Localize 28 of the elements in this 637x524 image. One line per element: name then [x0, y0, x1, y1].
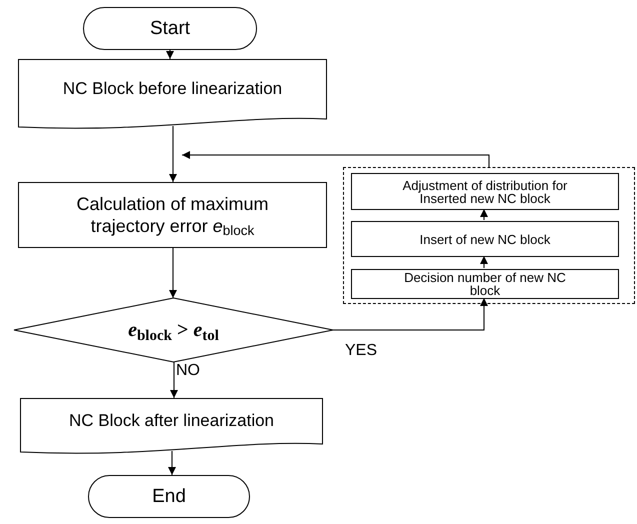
- node-text: Adjustment of distribution for Inserted new NC block: [402, 178, 568, 204]
- node-text: End: [152, 484, 186, 508]
- terminator-shape: [83, 7, 257, 50]
- arrow: [169, 248, 177, 298]
- document-shape: [18, 59, 327, 131]
- node-text: Decision number of new NC block: [403, 271, 567, 297]
- node-text: Start: [150, 16, 190, 40]
- node-text: Insert of new NC block: [418, 232, 552, 246]
- arrow: [182, 151, 490, 168]
- node-text: NC Block before linearization: [62, 78, 282, 100]
- dashed-group-box: [343, 167, 635, 304]
- terminator-shape: [88, 475, 250, 518]
- process-box: [351, 221, 619, 257]
- arrow: [168, 450, 176, 476]
- node-text: NC Block after linearization: [68, 410, 274, 432]
- decision-diamond: [14, 298, 333, 362]
- arrow: [480, 208, 488, 220]
- process-box: [18, 182, 327, 248]
- document-shape: [20, 398, 323, 456]
- node-text: e$_{block}$ > e$_{tol}$: [128, 318, 219, 345]
- process-box: [351, 173, 619, 210]
- arrow: [480, 256, 488, 268]
- arrow: [169, 126, 177, 182]
- arrow: [170, 362, 178, 398]
- process-box: [351, 269, 619, 299]
- arrow: [332, 298, 488, 330]
- node-text: Calculation of maximum trajectory error e$_{block}$: [75, 192, 270, 238]
- arrow: [166, 50, 174, 60]
